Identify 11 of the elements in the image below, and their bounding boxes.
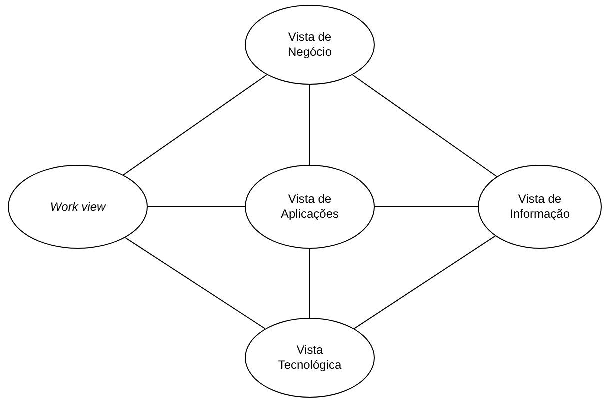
view-label: Vista de Aplicações xyxy=(280,192,340,222)
connector-line xyxy=(124,237,266,330)
view-label: Work view xyxy=(50,200,106,214)
view-label: Vista de Negócio xyxy=(286,30,334,60)
connector-line xyxy=(354,236,496,330)
connector-line xyxy=(123,74,268,176)
connector-line xyxy=(374,206,478,208)
connector-line xyxy=(352,74,498,178)
view-label: Vista Tecnológica xyxy=(277,343,343,373)
view-label: Vista de Informação xyxy=(508,192,572,222)
connector-line xyxy=(148,206,246,208)
